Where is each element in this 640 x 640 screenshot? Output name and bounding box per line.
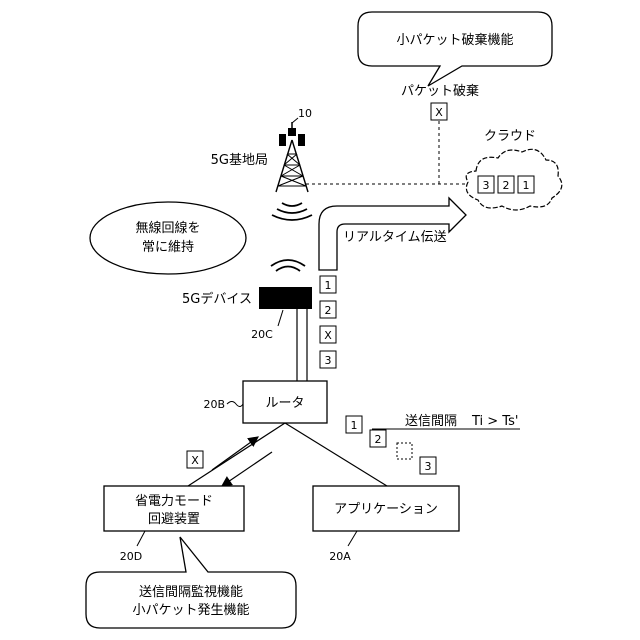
app-ref: 20A — [329, 550, 351, 563]
interval-packet-label: 2 — [375, 433, 382, 446]
small-packet-box: X — [187, 451, 203, 468]
uplink-arrow — [212, 437, 258, 470]
device-ref: 20C — [251, 328, 273, 341]
realtime-label: リアルタイム伝送 — [343, 230, 447, 245]
app-ref-leader — [348, 531, 357, 546]
router-ref: 20B — [203, 398, 225, 411]
router-ref-leader — [227, 402, 243, 407]
interval-formula: Ti > Ts' — [471, 414, 518, 429]
cloud-packet-box: 2 — [498, 176, 514, 193]
keep-radio-link-ellipse: 無線回線を 常に維持 — [90, 202, 246, 274]
tower-ref: 10 — [298, 107, 312, 120]
stream-packet-box: 2 — [320, 301, 336, 318]
router-label: ルータ — [265, 396, 304, 411]
interval-packet-label: 1 — [351, 419, 358, 432]
interval-packet-label: 3 — [425, 460, 432, 473]
stream-packet-label: X — [324, 329, 332, 342]
5g-device-block — [259, 287, 312, 309]
bubble-top-text: 小パケット破棄機能 — [396, 33, 513, 48]
bubble-packet-discard-function: 小パケット破棄機能 — [358, 12, 552, 86]
left-box-ref-leader — [137, 531, 145, 546]
cloud-label: クラウド — [484, 129, 536, 144]
cloud-packet-label: 2 — [503, 179, 510, 192]
ellipse-line2: 常に維持 — [142, 240, 194, 255]
tower-radio-wave-icon — [272, 203, 312, 220]
tower-label: 5G基地局 — [211, 153, 268, 168]
stream-packet-label: 3 — [325, 354, 332, 367]
cloud-packet-label: 3 — [483, 179, 490, 192]
cloud-packet-box: 1 — [518, 176, 534, 193]
stream-packet-label: 1 — [325, 279, 332, 292]
small-packet-label: X — [191, 454, 199, 467]
packet-discard-label: パケット破棄 — [401, 84, 479, 99]
bubble-bottom-line1: 送信間隔監視機能 — [139, 584, 243, 600]
base-station-tower-icon — [276, 122, 308, 192]
interval-packet-box: 2 — [370, 430, 386, 447]
left-box-ref: 20D — [120, 550, 142, 563]
stream-packet-box: 3 — [320, 351, 336, 368]
bubble-interval-monitoring-function: 送信間隔監視機能 小パケット発生機能 — [86, 537, 296, 628]
discard-packet-label: X — [435, 106, 443, 119]
stream-packet-box: X — [320, 326, 336, 343]
left-box-line2: 回避装置 — [148, 512, 200, 527]
interval-label: 送信間隔 — [405, 414, 457, 429]
router-box: ルータ — [243, 381, 327, 423]
bubble-bottom-line2: 小パケット発生機能 — [132, 603, 249, 618]
device-ref-leader — [278, 310, 283, 326]
stream-packet-box: 1 — [320, 276, 336, 293]
device-radio-wave-icon — [271, 260, 305, 271]
power-save-avoidance-box: 省電力モード 回避装置 — [104, 486, 244, 531]
app-label: アプリケーション — [334, 502, 438, 517]
cloud-packet-box: 3 — [478, 176, 494, 193]
cloud-packet-label: 1 — [523, 179, 530, 192]
left-box-line1: 省電力モード — [135, 494, 213, 509]
interval-empty-slot — [397, 443, 412, 459]
ellipse-line1: 無線回線を — [135, 220, 200, 236]
interval-packet-box: 1 — [346, 416, 362, 433]
application-box: アプリケーション — [313, 486, 459, 531]
interval-packet-box: 3 — [420, 457, 436, 474]
stream-packet-label: 2 — [325, 304, 332, 317]
discard-packet-box: X — [431, 103, 447, 120]
device-label: 5Gデバイス — [182, 291, 252, 307]
